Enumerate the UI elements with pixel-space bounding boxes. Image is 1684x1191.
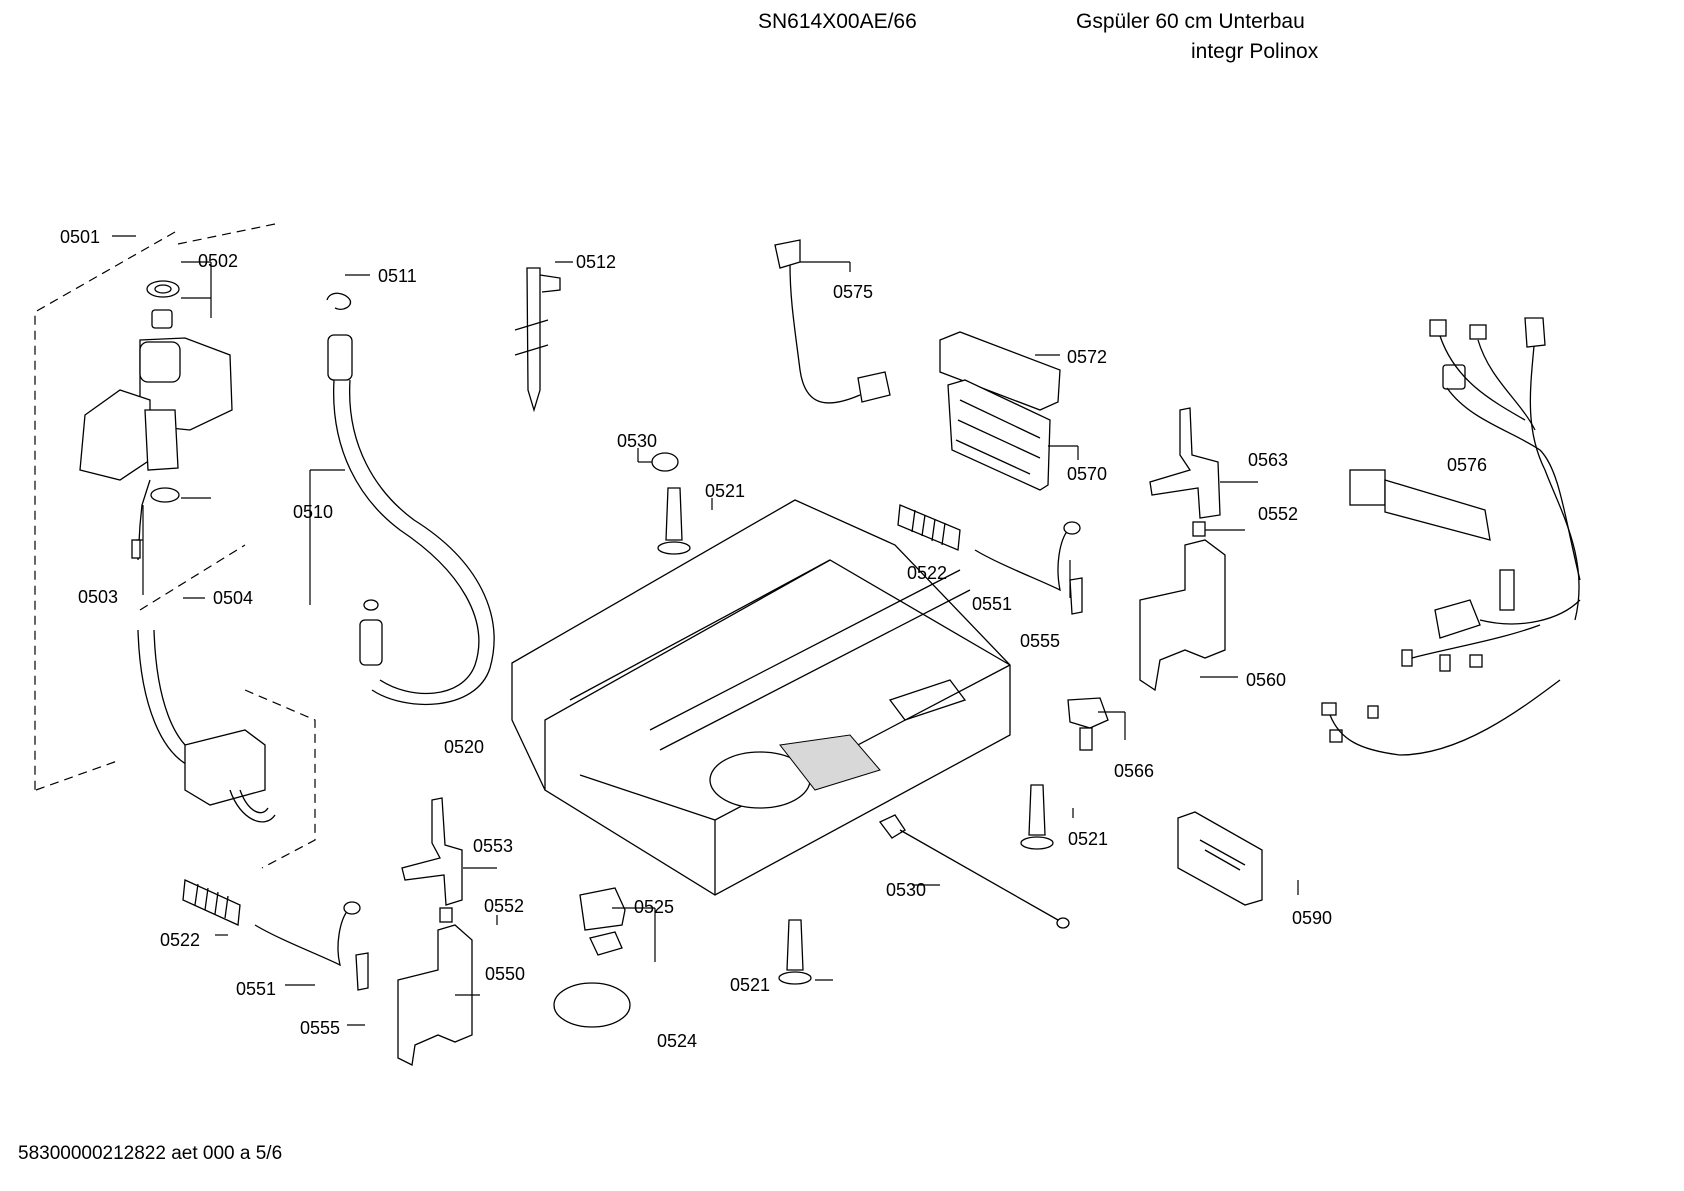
callout-labels: 0501 0502 0503 0504 0510 0511 0512 0520 … <box>60 227 1487 1051</box>
callout-0550: 0550 <box>485 964 525 984</box>
callout-0566: 0566 <box>1114 761 1154 781</box>
base-tub-0520 <box>511 499 1011 896</box>
callout-0530-bottom: 0530 <box>886 880 926 900</box>
assembly-group-frame-lower <box>244 689 316 869</box>
control-module-0570 <box>947 379 1051 491</box>
wiring-harness-0576 <box>1321 317 1581 756</box>
callout-0560: 0560 <box>1246 670 1286 690</box>
callout-0502: 0502 <box>198 251 238 271</box>
callout-0576: 0576 <box>1447 455 1487 475</box>
hinge-plate-0550 <box>397 924 473 1066</box>
callout-0522-right: 0522 <box>907 563 947 583</box>
callout-0590: 0590 <box>1292 908 1332 928</box>
callout-0570: 0570 <box>1067 464 1107 484</box>
clamp-0555-right <box>1069 577 1083 615</box>
callout-0552-right: 0552 <box>1258 504 1298 524</box>
cable-0530 <box>878 814 1070 929</box>
screw-0521-right <box>1020 784 1054 850</box>
clip-0552-left <box>439 907 453 923</box>
callout-0510: 0510 <box>293 502 333 522</box>
power-cable-0575 <box>774 239 891 404</box>
callout-0530-top: 0530 <box>617 431 657 451</box>
sensor-0566 <box>1067 697 1109 751</box>
clamp-0555-left <box>355 952 369 991</box>
lever-0512 <box>514 267 561 413</box>
callout-0512: 0512 <box>576 252 616 272</box>
callout-0555-right: 0555 <box>1020 631 1060 651</box>
model-number: SN614X00AE/66 <box>758 10 917 33</box>
spring-0522-right <box>897 504 961 551</box>
callout-0555-left: 0555 <box>300 1018 340 1038</box>
nut-0530 <box>651 452 679 472</box>
callout-0551-right: 0551 <box>972 594 1012 614</box>
product-description-line1: Gspüler 60 cm Unterbau <box>1076 10 1305 33</box>
spring-0522-left <box>182 879 241 926</box>
hinge-plate-0560 <box>1139 539 1226 692</box>
disc-0524 <box>553 982 631 1028</box>
callout-0521-top: 0521 <box>705 481 745 501</box>
clip-0552-right <box>1192 521 1206 537</box>
hinge-bracket-0553 <box>401 797 463 906</box>
drain-hose-0510 <box>326 292 495 706</box>
callout-0522-left: 0522 <box>160 930 200 950</box>
callout-0525: 0525 <box>634 897 674 917</box>
callout-0575: 0575 <box>833 282 873 302</box>
callout-0504: 0504 <box>213 588 253 608</box>
callout-0551-left: 0551 <box>236 979 276 999</box>
holder-0525 <box>579 887 626 956</box>
callout-0563: 0563 <box>1248 450 1288 470</box>
screw-0521-top <box>657 487 691 555</box>
cable-0551-left <box>254 901 361 967</box>
callout-0511: 0511 <box>378 266 417 286</box>
cable-0551-right <box>974 521 1081 592</box>
assembly-group-frame-upper <box>34 223 276 791</box>
product-description-line2: integr Polinox <box>1191 40 1319 63</box>
leader-lines <box>112 235 1299 1026</box>
callout-0521-bottom: 0521 <box>730 975 770 995</box>
document-footer: 58300000212822 aet 000 a 5/6 <box>18 1143 283 1164</box>
callout-0552-left: 0552 <box>484 896 524 916</box>
rail-0590 <box>1177 811 1263 906</box>
callout-0501: 0501 <box>60 227 100 247</box>
screw-0521-bottom <box>778 919 812 985</box>
inlet-valve-0502 <box>79 280 233 561</box>
callout-0553: 0553 <box>473 836 513 856</box>
callout-0524: 0524 <box>657 1031 697 1051</box>
control-panel-cover-0572 <box>939 331 1061 411</box>
callout-0521-right: 0521 <box>1068 829 1108 849</box>
callout-0520: 0520 <box>444 737 484 757</box>
hose-0504 <box>137 629 276 823</box>
callout-0503: 0503 <box>78 587 118 607</box>
hinge-bracket-0563 <box>1149 407 1221 519</box>
callout-0572: 0572 <box>1067 347 1107 367</box>
